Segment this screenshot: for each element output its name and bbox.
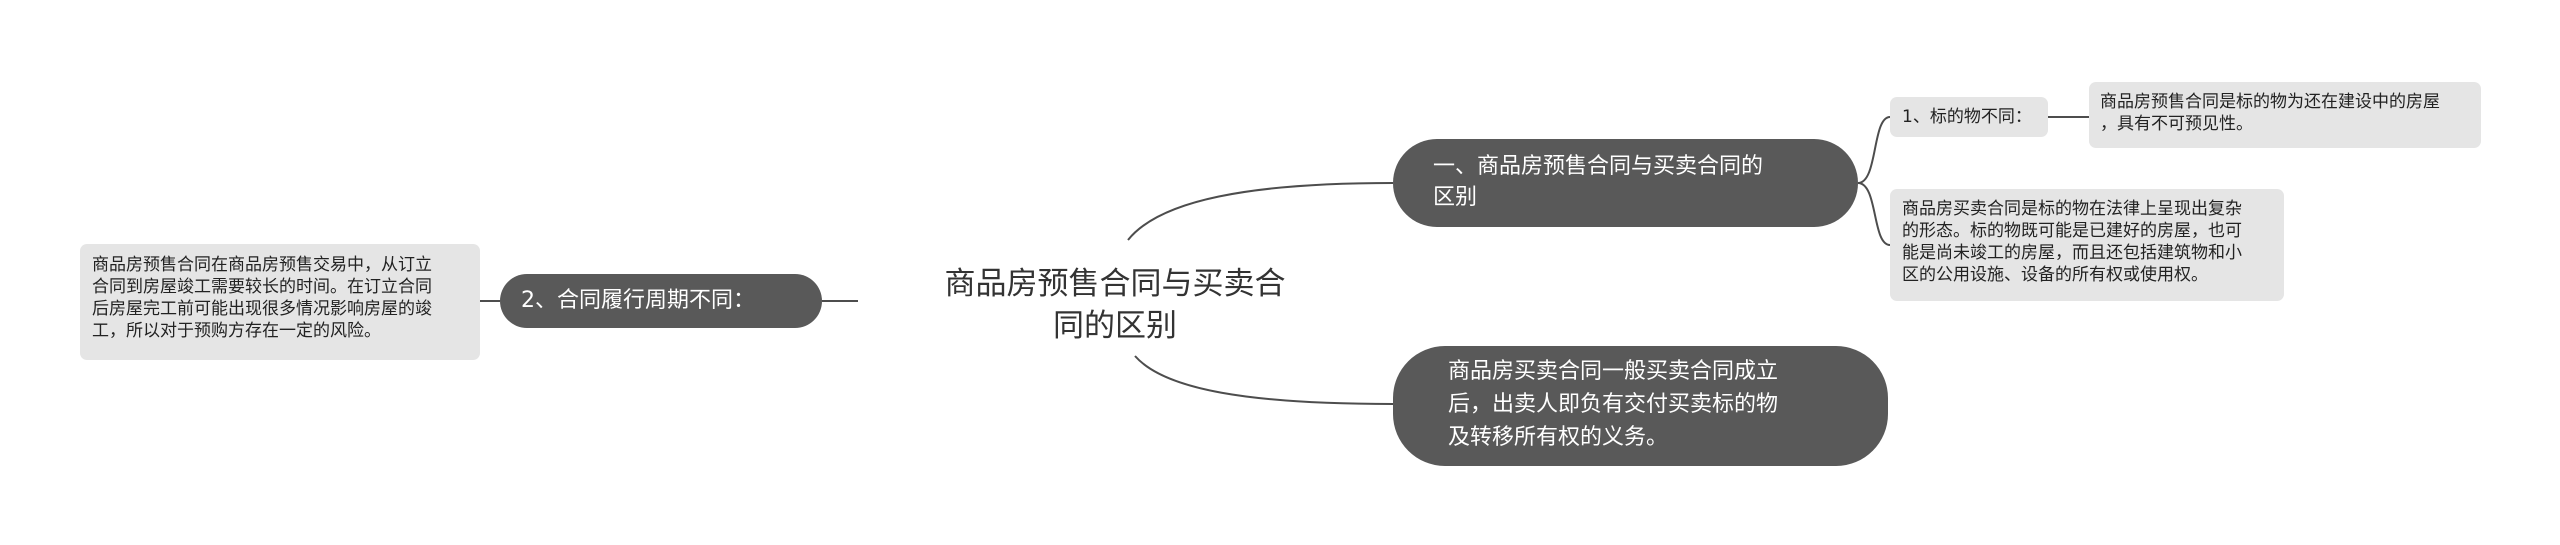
central-topic-line-1: 商品房预售合同与买卖合: [944, 266, 1286, 302]
leaf-sale-subject-node[interactable]: 商品房买卖合同是标的物在法律上呈现出复杂 的形态。标的物既可能是已建好的房屋，也…: [1890, 189, 2284, 301]
leaf-cycle-detail-line-4: 工，所以对于预购方存在一定的风险。: [92, 321, 381, 341]
leaf-sale-subject-line-3: 能是尚未竣工的房屋，而且还包括建筑物和小: [1902, 243, 2242, 263]
branch-difference-line-1: 一、商品房预售合同与买卖合同的: [1433, 154, 1764, 179]
leaf-sale-subject-line-4: 区的公用设施、设备的所有权或使用权。: [1902, 265, 2208, 285]
leaf-sale-subject-line-1: 商品房买卖合同是标的物在法律上呈现出复杂: [1902, 199, 2242, 219]
branch-sale-contract-node[interactable]: 商品房买卖合同一般买卖合同成立 后，出卖人即负有交付买卖标的物 及转移所有权的义…: [1393, 346, 1888, 466]
connector-central-to-branch-b: [1134, 355, 1394, 405]
branch-difference-line-2: 区别: [1433, 185, 1478, 210]
leaf-sale-subject-line-2: 的形态。标的物既可能是已建好的房屋，也可: [1902, 221, 2242, 241]
leaf-subject-label-text: 1、标的物不同：: [1902, 107, 2032, 127]
central-topic-line-2: 同的区别: [1053, 308, 1177, 344]
leaf-cycle-detail-node[interactable]: 商品房预售合同在商品房预售交易中，从订立 合同到房屋竣工需要较长的时间。在订立合…: [80, 244, 480, 360]
leaf-subject-label-node[interactable]: 1、标的物不同：: [1890, 97, 2048, 137]
branch-sale-contract-line-3: 及转移所有权的义务。: [1448, 425, 1669, 450]
branch-difference-node[interactable]: 一、商品房预售合同与买卖合同的 区别: [1393, 139, 1858, 227]
central-topic[interactable]: 商品房预售合同与买卖合 同的区别: [915, 250, 1315, 360]
branch-cycle-node[interactable]: 2、合同履行周期不同：: [500, 274, 822, 328]
connector-branch-a-to-leaf-a2: [1857, 182, 1891, 246]
branch-cycle-label: 2、合同履行周期不同：: [521, 288, 755, 313]
leaf-presale-subject-node[interactable]: 商品房预售合同是标的物为还在建设中的房屋 ，具有不可预见性。: [2089, 82, 2481, 148]
leaf-cycle-detail-line-2: 合同到房屋竣工需要较长的时间。在订立合同: [92, 277, 432, 297]
leaf-presale-subject-line-2: ，具有不可预见性。: [2100, 114, 2253, 134]
leaf-cycle-detail-line-1: 商品房预售合同在商品房预售交易中，从订立: [92, 255, 432, 275]
leaf-cycle-detail-line-3: 后房屋完工前可能出现很多情况影响房屋的竣: [92, 299, 432, 319]
connector-branch-a-to-leaf-label: [1857, 116, 1891, 184]
branch-sale-contract-line-1: 商品房买卖合同一般买卖合同成立: [1448, 359, 1779, 384]
connector-central-to-branch-a: [1127, 182, 1394, 241]
leaf-presale-subject-line-1: 商品房预售合同是标的物为还在建设中的房屋: [2100, 92, 2440, 112]
branch-sale-contract-line-2: 后，出卖人即负有交付买卖标的物: [1448, 392, 1779, 417]
